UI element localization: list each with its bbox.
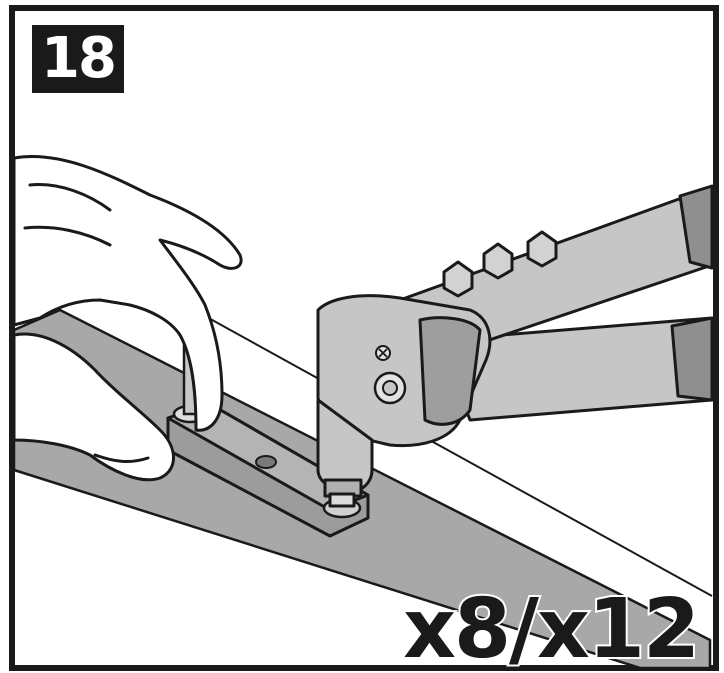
rivet-gun-icon: [316, 184, 714, 508]
panel-frame: [9, 5, 719, 671]
step-number: 18: [32, 25, 124, 93]
quantity-label: x8/x12: [401, 582, 702, 673]
hand-icon: [12, 155, 243, 482]
surface-lines: [184, 304, 713, 597]
handle-bolts: [442, 230, 558, 298]
